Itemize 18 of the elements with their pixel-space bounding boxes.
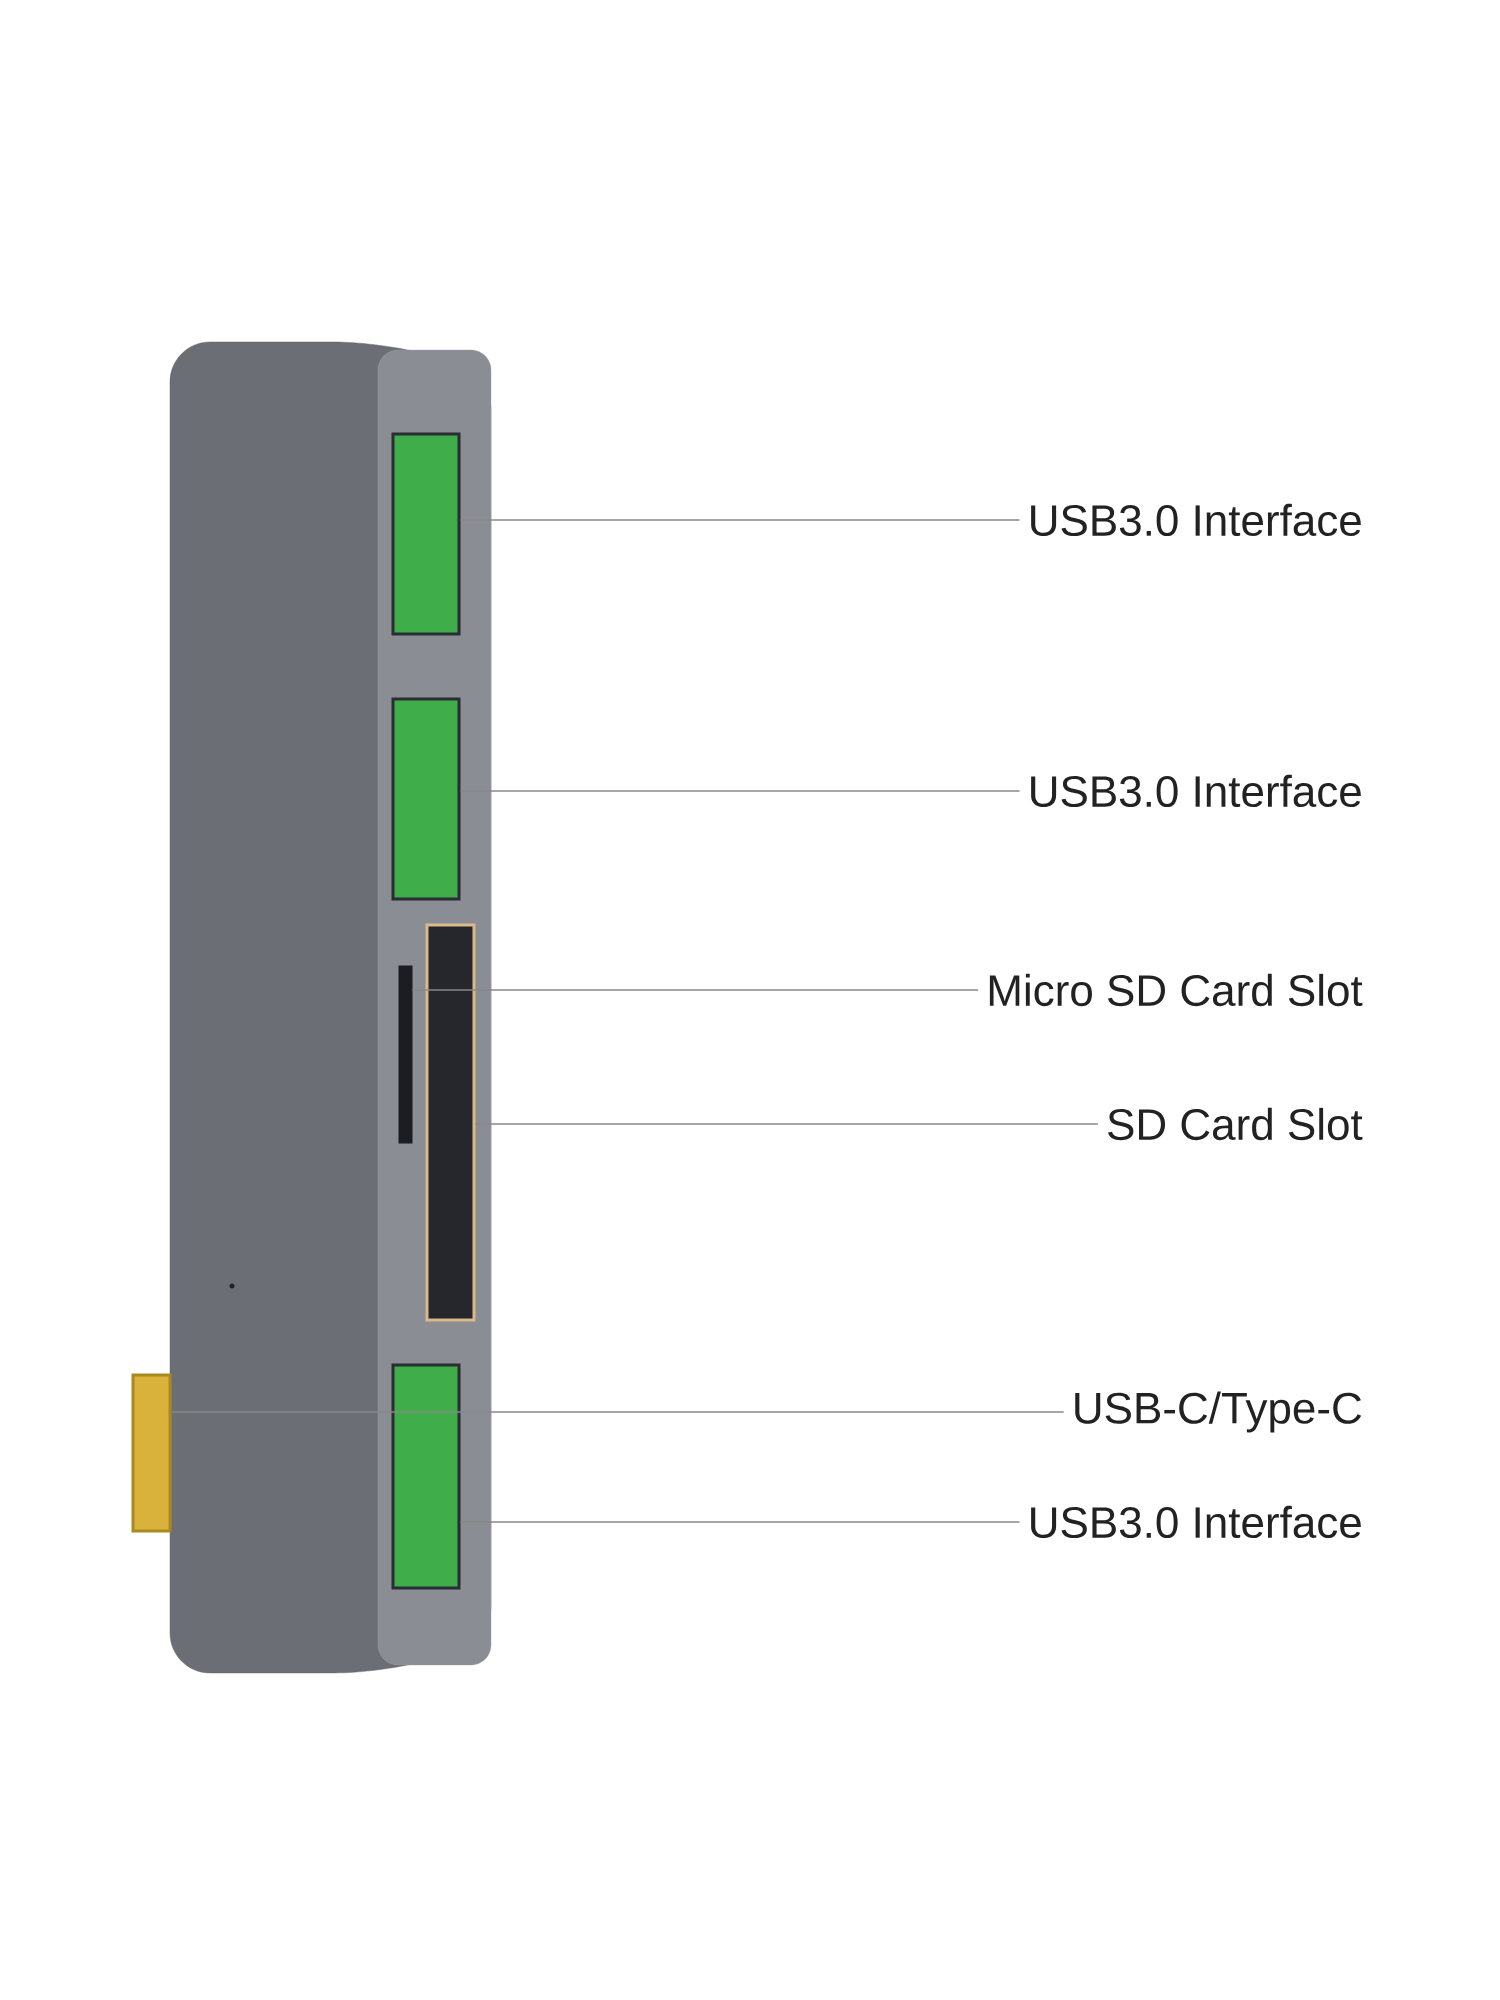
usb-c-plug (131, 1373, 172, 1533)
port-label: USB3.0 Interface (1031, 774, 1361, 808)
leader-line (474, 1123, 1099, 1125)
port-label: USB3.0 Interface (1031, 503, 1361, 537)
port-label: Micro SD Card Slot (989, 973, 1363, 1007)
leader-line (170, 1411, 1065, 1413)
port-label: SD Card Slot (1108, 1107, 1363, 1141)
usb-port (391, 432, 461, 636)
port-label: USB-C/Type-C (1075, 1391, 1362, 1433)
leader-line (411, 989, 979, 991)
leader-line (459, 790, 1021, 792)
micro-sd-slot (398, 965, 413, 1144)
usb-port (391, 1363, 461, 1590)
sd-card-slot (425, 923, 476, 1322)
port-label: USB3.0 Interface (1031, 1505, 1361, 1539)
usb-port (391, 697, 461, 901)
leader-line (459, 1521, 1021, 1523)
leader-line (459, 519, 1021, 521)
